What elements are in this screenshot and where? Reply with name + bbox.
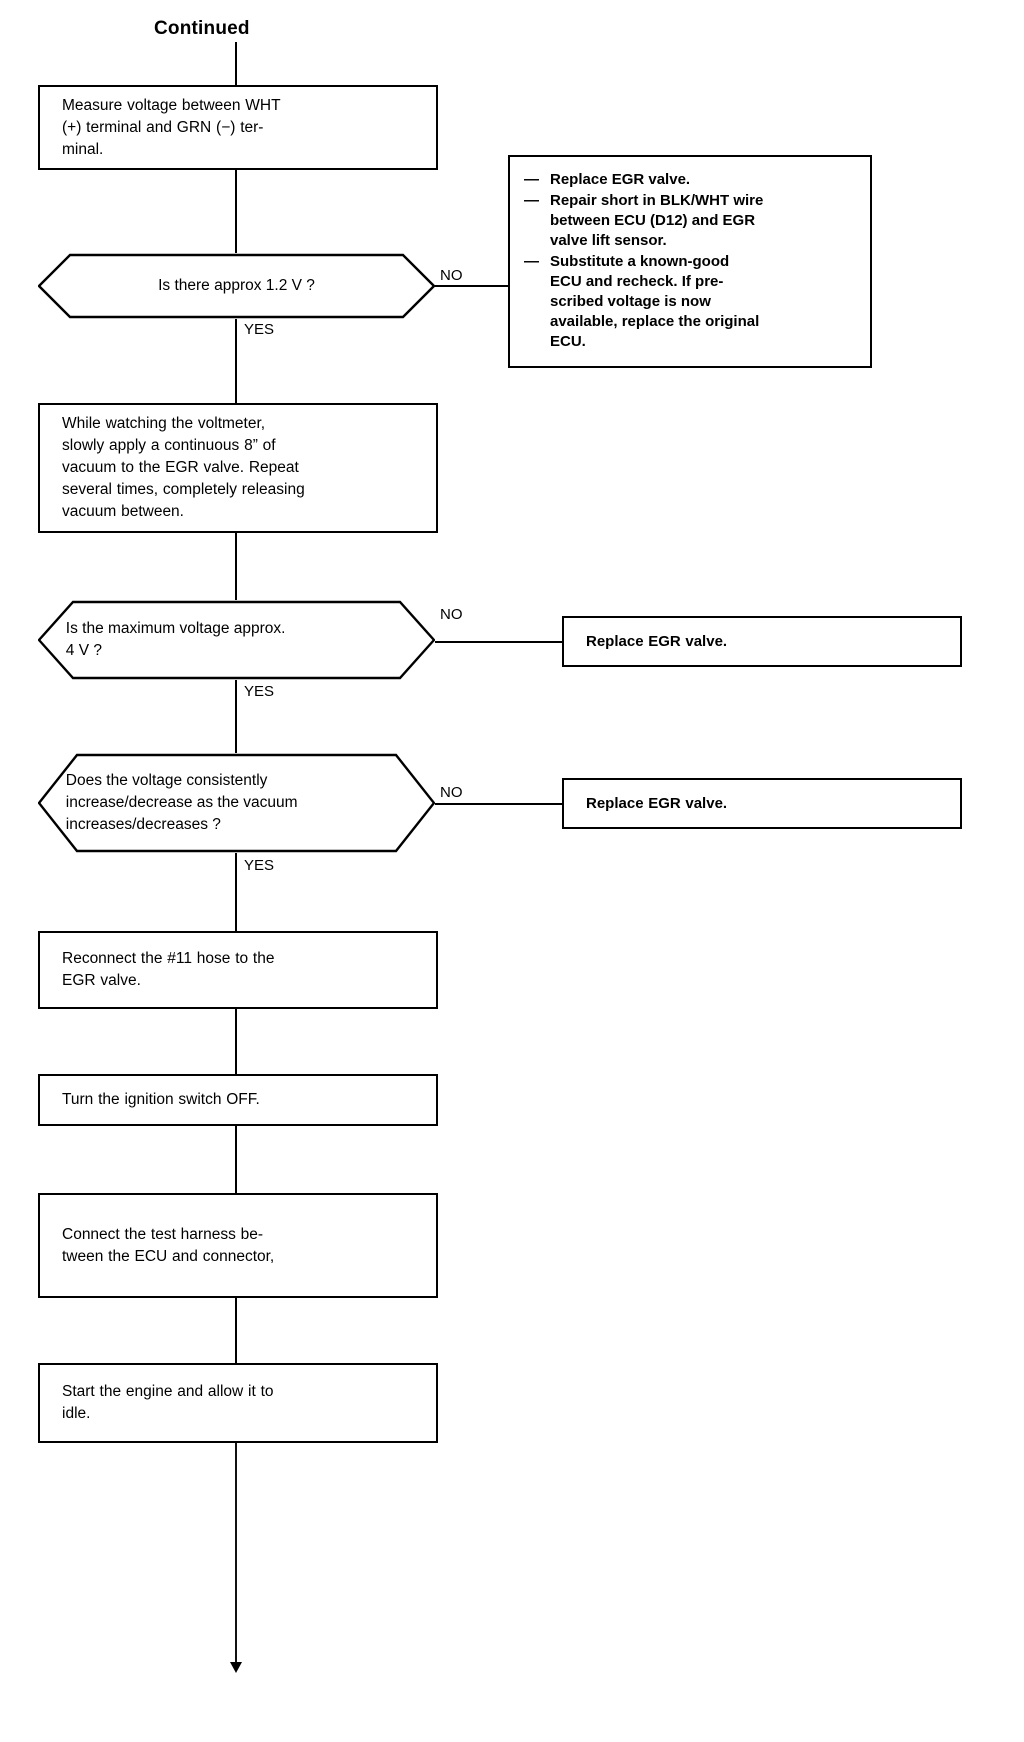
connector-decision2-yes [235, 680, 237, 755]
reconnect-line-2: EGR valve. [62, 972, 141, 989]
branch-label-no-3: NO [440, 784, 463, 801]
step-reconnect-hose-text: Reconnect the #11 hose to the EGR valve. [62, 948, 420, 992]
step-connect-harness-text: Connect the test harness be- tween the E… [62, 1224, 420, 1268]
result-multi-action-list: — Replace EGR valve. — Repair short in B… [524, 170, 858, 353]
connector-decision3-yes [235, 853, 237, 932]
hexagon-outline-icon [38, 253, 435, 319]
connector-title-to-measure [235, 42, 237, 86]
step-connect-harness-box: Connect the test harness be- tween the E… [38, 1193, 438, 1298]
decision-voltage-1-2v-text: Is there approx 1.2 V ? [78, 275, 396, 297]
dash-marker-2: — [524, 192, 539, 209]
step-start-engine-text: Start the engine and allow it to idle. [62, 1381, 420, 1425]
result-item-3: — Substitute a known-good ECU and rechec… [524, 252, 858, 352]
decision3-line-2: increase/decrease as the vacuum [65, 794, 298, 811]
result-item-2-line-1: Repair short in BLK/WHT wire [550, 192, 764, 209]
step-ignition-off-box: Turn the ignition switch OFF. [38, 1074, 438, 1126]
branch-label-yes-2: YES [244, 683, 275, 700]
decision-max-voltage-4v: Is the maximum voltage approx. 4 V ? [38, 600, 435, 680]
arrow-down-icon [230, 1662, 242, 1673]
connector-decision1-no [435, 285, 563, 287]
result-item-3-line-1: Substitute a known-good [550, 253, 730, 270]
decision3-line-3: increases/decreases ? [65, 816, 221, 833]
step-reconnect-hose-box: Reconnect the #11 hose to the EGR valve. [38, 931, 438, 1009]
connector-ignition-to-harness [235, 1126, 237, 1194]
result-replace-valve-text-1: Replace EGR valve. [586, 632, 728, 650]
result-replace-valve-box-1: Replace EGR valve. [562, 616, 962, 667]
step-start-engine-box: Start the engine and allow it to idle. [38, 1363, 438, 1443]
vacuum-line-3: vacuum to the EGR valve. Repeat [62, 459, 299, 476]
branch-label-yes-3: YES [244, 857, 275, 874]
result-item-2-line-3: valve lift sensor. [550, 232, 667, 249]
result-replace-valve-text-2: Replace EGR valve. [586, 794, 728, 812]
dash-marker-1: — [524, 171, 539, 188]
engine-line-1: Start the engine and allow it to [62, 1383, 274, 1400]
step-apply-vacuum-box: While watching the voltmeter, slowly app… [38, 403, 438, 533]
branch-label-no-1: NO [440, 267, 463, 284]
decision1-line-1: Is there approx 1.2 V ? [158, 277, 315, 294]
decision-max-voltage-4v-text: Is the maximum voltage approx. 4 V ? [66, 618, 400, 662]
decision-voltage-1-2v: Is there approx 1.2 V ? [38, 253, 435, 319]
connector-decision1-yes [235, 319, 237, 404]
result-item-2: — Repair short in BLK/WHT wire between E… [524, 191, 858, 251]
decision-consistent-change-text: Does the voltage consistently increase/d… [66, 770, 407, 836]
result-item-3-line-3: scribed voltage is now [550, 293, 711, 310]
step-ignition-off-text: Turn the ignition switch OFF. [62, 1091, 260, 1108]
step-apply-vacuum-text: While watching the voltmeter, slowly app… [62, 413, 420, 523]
result-item-3-line-4: available, replace the original [550, 313, 760, 330]
connector-measure-to-decision1 [235, 170, 237, 254]
hexagon-outline-icon [38, 753, 435, 853]
hexagon-outline-icon [38, 600, 435, 680]
result-item-1-text: Replace EGR valve. [550, 171, 691, 188]
result-item-1: — Replace EGR valve. [524, 170, 858, 190]
connector-decision3-no [435, 803, 563, 805]
branch-label-yes-1: YES [244, 321, 275, 338]
vacuum-line-4: several times, completely releasing [62, 481, 305, 498]
result-item-3-line-5: ECU. [550, 333, 586, 350]
reconnect-line-1: Reconnect the #11 hose to the [62, 950, 275, 967]
decision-consistent-change: Does the voltage consistently increase/d… [38, 753, 435, 853]
harness-line-1: Connect the test harness be- [62, 1225, 264, 1243]
engine-line-2: idle. [62, 1405, 91, 1422]
vacuum-line-1: While watching the voltmeter, [62, 415, 266, 432]
step-measure-voltage-text: Measure voltage between WHT (+) terminal… [62, 95, 420, 161]
result-replace-valve-box-2: Replace EGR valve. [562, 778, 962, 829]
page-title: Continued [154, 18, 250, 39]
measure-line-2: (+) terminal and GRN (−) ter- [62, 118, 264, 136]
connector-vacuum-to-decision2 [235, 533, 237, 601]
decision3-line-1: Does the voltage consistently [65, 772, 268, 789]
vacuum-line-2: slowly apply a continuous 8” of [62, 437, 276, 454]
step-measure-voltage-box: Measure voltage between WHT (+) terminal… [38, 85, 438, 170]
result-item-3-line-2: ECU and recheck. If pre- [550, 273, 724, 290]
vacuum-line-5: vacuum between. [62, 503, 184, 520]
branch-label-no-2: NO [440, 606, 463, 623]
decision2-line-1: Is the maximum voltage approx. [65, 620, 286, 637]
result-item-2-line-2: between ECU (D12) and EGR [550, 212, 756, 229]
measure-line-1: Measure voltage between WHT [62, 96, 281, 114]
connector-engine-to-next-page [235, 1443, 237, 1665]
decision2-line-2: 4 V ? [65, 642, 102, 659]
result-multi-action-box: — Replace EGR valve. — Repair short in B… [508, 155, 872, 368]
harness-line-2: tween the ECU and connector, [62, 1247, 275, 1265]
connector-harness-to-engine [235, 1298, 237, 1364]
measure-line-3: minal. [62, 140, 104, 158]
dash-marker-3: — [524, 253, 539, 270]
connector-decision2-no [435, 641, 563, 643]
